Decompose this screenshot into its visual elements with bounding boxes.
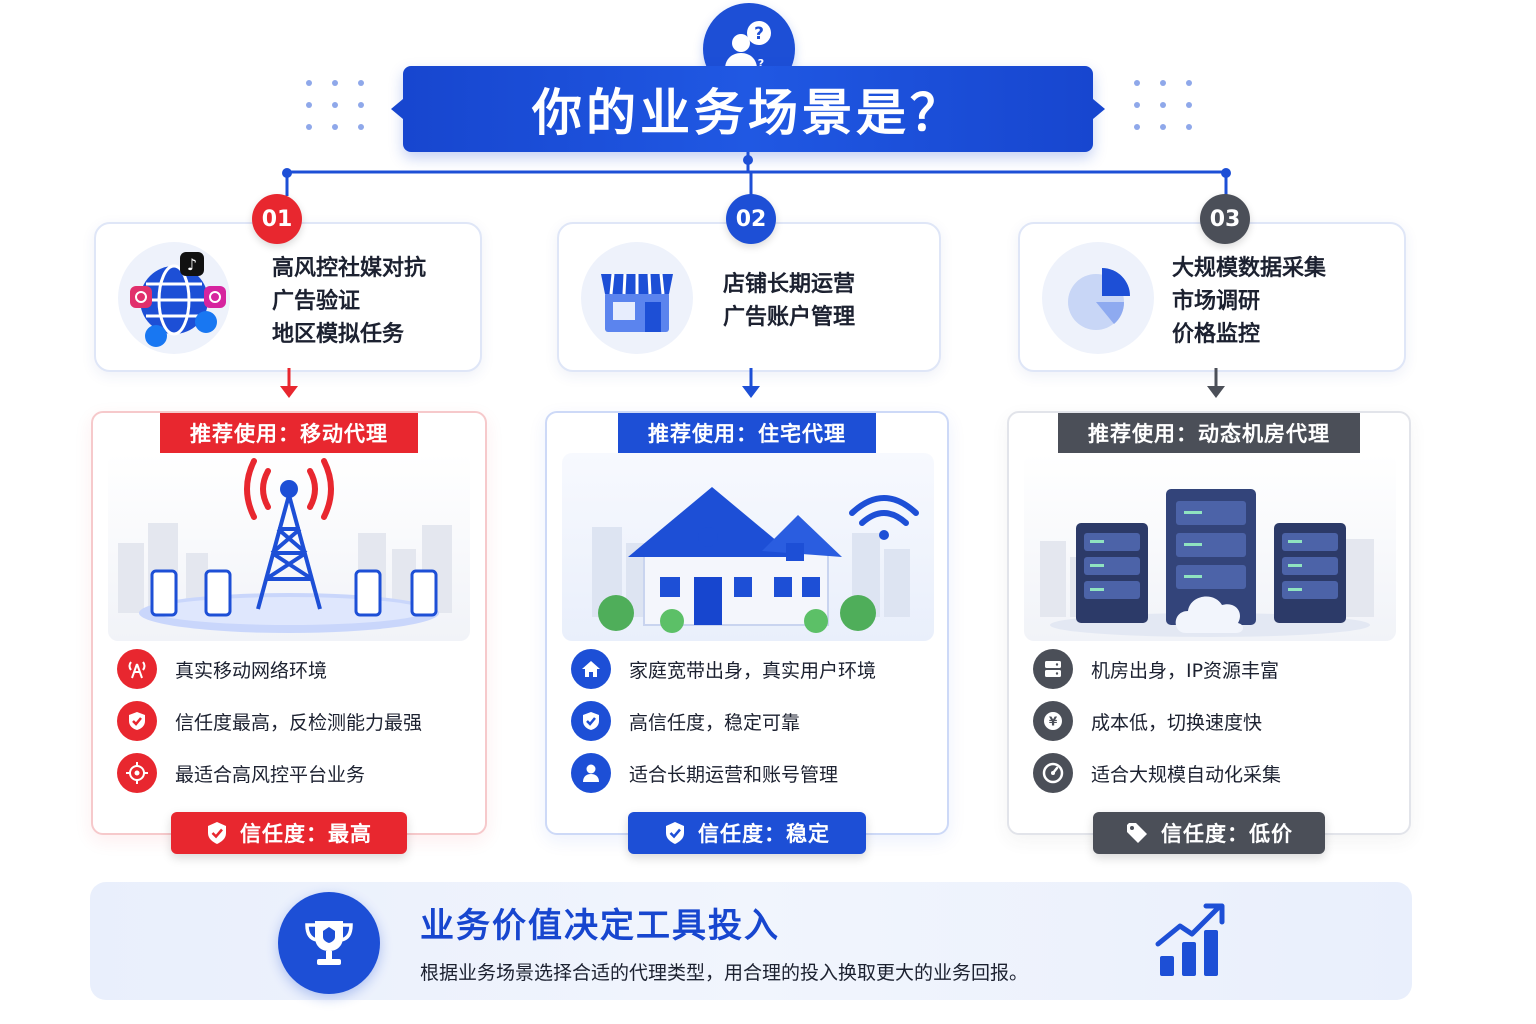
feature-item: 最适合高风控平台业务 [117, 753, 365, 793]
recommend-panel-datacenter: 推荐使用：动态机房代理 [1007, 411, 1411, 854]
bottom-summary-banner: 业务价值决定工具投入 根据业务场景选择合适的代理类型，用合理的投入换取更大的业务… [90, 882, 1412, 1000]
shield-check-icon [208, 822, 226, 844]
trophy-icon [278, 892, 380, 994]
trust-label: 信任度：最高 [240, 822, 372, 846]
feature-item: ¥ 成本低，切换速度快 [1033, 701, 1262, 741]
feature-text: 高信任度，稳定可靠 [629, 711, 801, 734]
svg-text:♪: ♪ [187, 255, 197, 274]
title-banner: 你的业务场景是？ [391, 66, 1105, 152]
signal-tower-icon [117, 649, 157, 689]
step-badge-01: 01 [252, 194, 302, 244]
step-badge-03: 03 [1200, 194, 1250, 244]
arrow-down-icon [280, 368, 298, 398]
arrow-down-icon [1207, 368, 1225, 398]
server-rack-illustration [1024, 453, 1396, 641]
scenario-line: 广告账户管理 [723, 305, 856, 330]
pie-chart-icon [1042, 242, 1154, 354]
recommend-ribbon: 推荐使用：动态机房代理 [1058, 413, 1360, 453]
storefront-icon [581, 242, 693, 354]
scenario-card-02: 店铺长期运营 广告账户管理 [557, 222, 941, 372]
scenario-line: 店铺长期运营 [723, 272, 856, 297]
scenario-card-01: ♪ 高风控社媒对抗 广告验证 地区模拟任务 [94, 222, 482, 372]
target-icon [117, 753, 157, 793]
user-icon [571, 753, 611, 793]
feature-text: 适合长期运营和账号管理 [629, 763, 839, 786]
feature-item: 信任度最高，反检测能力最强 [117, 701, 422, 741]
trust-badge: 信任度：稳定 [628, 812, 866, 854]
page-title: 你的业务场景是？ [532, 84, 964, 142]
gauge-icon [1033, 753, 1073, 793]
bottom-subtitle: 根据业务场景选择合适的代理类型，用合理的投入换取更大的业务回报。 [420, 962, 1029, 984]
scenario-line: 大规模数据采集 [1172, 256, 1327, 281]
scenario-lines-01: 高风控社媒对抗 广告验证 地区模拟任务 [272, 252, 426, 351]
feature-item: 高信任度，稳定可靠 [571, 701, 800, 741]
feature-text: 适合大规模自动化采集 [1091, 763, 1282, 786]
feature-text: 机房出身，IP资源丰富 [1091, 659, 1280, 682]
recommend-panel-mobile: 推荐使用：移动代理 真实移动网络环境 信任度最高，反检测能力最强 [91, 411, 487, 854]
feature-item: 家庭宽带出身，真实用户环境 [571, 649, 876, 689]
growth-chart-icon [1155, 903, 1225, 976]
svg-text:¥: ¥ [1049, 715, 1058, 729]
step-badge-02: 02 [726, 194, 776, 244]
feature-item: 机房出身，IP资源丰富 [1033, 649, 1279, 689]
feature-item: 真实移动网络环境 [117, 649, 327, 689]
trust-label: 信任度：低价 [1161, 822, 1293, 846]
trust-badge: 信任度：低价 [1093, 812, 1325, 854]
yen-icon: ¥ [1033, 701, 1073, 741]
house-wifi-illustration [562, 453, 934, 641]
scenario-lines-02: 店铺长期运营 广告账户管理 [723, 268, 855, 334]
trust-label: 信任度：稳定 [698, 822, 830, 846]
svg-text:?: ? [758, 57, 764, 70]
shield-check-icon [666, 822, 684, 844]
shield-check-icon [117, 701, 157, 741]
scenario-line: 地区模拟任务 [272, 322, 405, 347]
feature-item: 适合长期运营和账号管理 [571, 753, 838, 793]
scenario-line: 高风控社媒对抗 [272, 256, 427, 281]
recommend-panel-residential: 推荐使用：住宅代理 家庭宽带出身， [545, 411, 949, 854]
scenario-lines-03: 大规模数据采集 市场调研 价格监控 [1172, 252, 1326, 351]
scenario-card-03: 大规模数据采集 市场调研 价格监控 [1018, 222, 1406, 372]
cell-tower-illustration [108, 453, 470, 641]
recommend-ribbon: 推荐使用：住宅代理 [618, 413, 876, 453]
shield-check-icon [571, 701, 611, 741]
feature-text: 成本低，切换速度快 [1091, 711, 1263, 734]
bottom-title: 业务价值决定工具投入 [420, 906, 780, 946]
scenario-line: 价格监控 [1172, 322, 1261, 347]
arrow-down-icon [742, 368, 760, 398]
price-tag-icon [1127, 823, 1147, 843]
globe-social-icon: ♪ [118, 242, 230, 354]
decor-dots-right [1134, 80, 1194, 130]
feature-text: 家庭宽带出身，真实用户环境 [629, 659, 877, 682]
decor-dots-left [306, 80, 366, 130]
feature-text: 信任度最高，反检测能力最强 [175, 711, 423, 734]
svg-text:?: ? [754, 24, 764, 44]
server-icon [1033, 649, 1073, 689]
scenario-line: 广告验证 [272, 289, 361, 314]
feature-text: 最适合高风控平台业务 [175, 763, 366, 786]
trust-badge: 信任度：最高 [171, 812, 407, 854]
home-icon [571, 649, 611, 689]
feature-item: 适合大规模自动化采集 [1033, 753, 1281, 793]
recommend-ribbon: 推荐使用：移动代理 [160, 413, 418, 453]
scenario-line: 市场调研 [1172, 289, 1261, 314]
feature-text: 真实移动网络环境 [175, 659, 328, 682]
